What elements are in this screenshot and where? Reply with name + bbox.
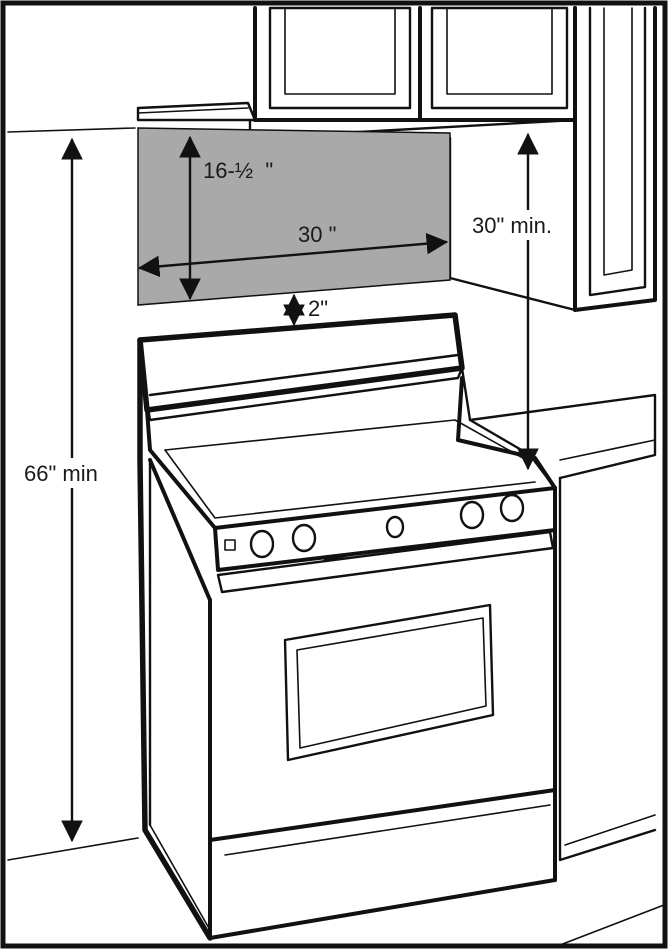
wall-lines	[7, 127, 665, 946]
hood-clearance-label-bg	[470, 210, 570, 240]
oven-door-handle	[216, 530, 555, 594]
control-knobs	[224, 493, 525, 559]
gap-label: 2"	[308, 296, 328, 321]
hood-height-label: 16-½ "	[203, 158, 273, 183]
overall-height-label: 66" min	[24, 461, 98, 486]
upper-cabinets	[136, 6, 657, 312]
hood-width-arrow	[137, 232, 449, 278]
hood-clearance-label: 30" min.	[472, 213, 552, 238]
countertop	[468, 393, 657, 862]
hood-width-label: 30 "	[298, 222, 336, 247]
oven-window	[283, 603, 495, 762]
dimension-lines	[61, 132, 539, 843]
range	[137, 312, 557, 941]
overall-height-label-bg	[20, 458, 124, 488]
hood-zone	[137, 127, 451, 306]
